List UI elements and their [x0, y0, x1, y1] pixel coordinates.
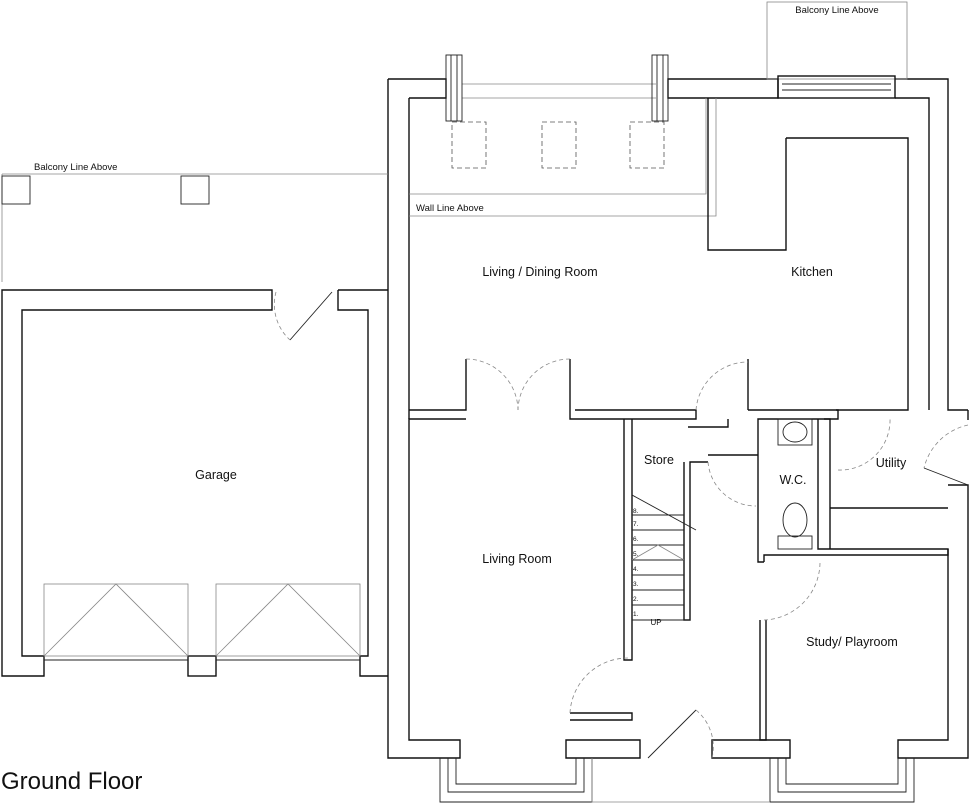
- stair-step-4: 4.: [633, 566, 639, 573]
- room-labels: Living / Dining Room Kitchen Garage Stor…: [34, 5, 907, 649]
- stair-step-2: 2.: [633, 596, 639, 603]
- balcony-lines: [1, 1, 908, 282]
- room-label-living-dining: Living / Dining Room: [482, 265, 597, 279]
- staircase: [631, 494, 697, 621]
- annotation-wall-line: Wall Line Above: [416, 203, 484, 214]
- top-windows: [445, 54, 896, 122]
- stair-step-6: 6.: [633, 536, 639, 543]
- wc-fixtures: [777, 418, 813, 550]
- annotation-stair-up: UP: [650, 618, 661, 627]
- basin-icon: [782, 421, 808, 443]
- stair-step-5: 5.: [633, 551, 639, 558]
- room-label-store: Store: [644, 453, 674, 467]
- room-label-wc: W.C.: [779, 473, 806, 487]
- garage-walls: [1, 289, 388, 677]
- bay-windows: [439, 758, 915, 803]
- stair-step-1: 1.: [633, 611, 639, 618]
- room-label-garage: Garage: [195, 468, 237, 482]
- room-label-utility: Utility: [876, 456, 907, 470]
- stair-step-8: 8.: [633, 508, 639, 515]
- stair-step-numbers: 1. 2. 3. 4. 5. 6. 7. 8.: [633, 508, 639, 618]
- annotation-balcony-left: Balcony Line Above: [34, 162, 117, 173]
- room-label-study: Study/ Playroom: [806, 635, 898, 649]
- room-label-kitchen: Kitchen: [791, 265, 833, 279]
- toilet-icon: [782, 502, 808, 538]
- stair-step-7: 7.: [633, 521, 639, 528]
- annotation-balcony-top: Balcony Line Above: [795, 5, 878, 16]
- stair-step-3: 3.: [633, 581, 639, 588]
- outer-walls: [387, 78, 969, 759]
- room-label-living-room: Living Room: [482, 552, 551, 566]
- door-swings: [465, 358, 969, 759]
- page-title: Ground Floor: [1, 768, 142, 795]
